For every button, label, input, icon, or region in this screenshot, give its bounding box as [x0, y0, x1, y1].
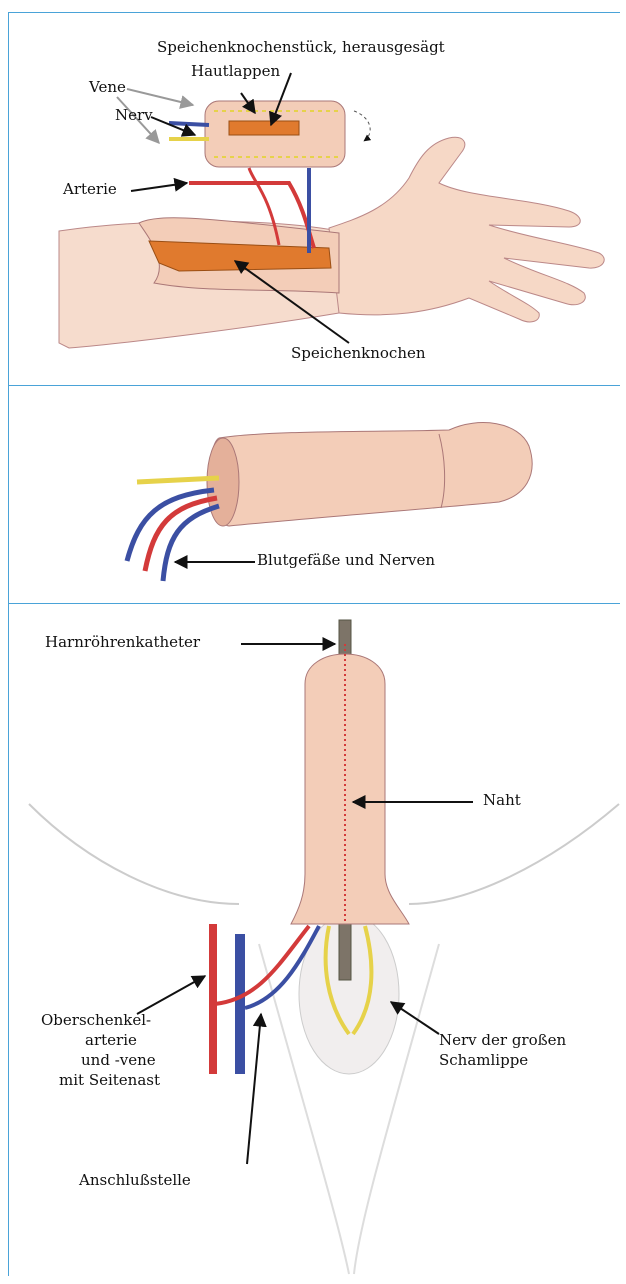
label-skin-flap: Hautlappen [191, 63, 280, 80]
forearm-illustration [9, 13, 620, 386]
label-suture: Naht [483, 792, 521, 809]
label-femoral-line-3: und -vene [81, 1052, 156, 1069]
label-radius: Speichenknochen [291, 345, 426, 362]
forearm-flap-panel: Speichenknochenstück, herausgesägt Hautl… [8, 12, 620, 386]
label-femoral-line-4: mit Seitenast [59, 1072, 160, 1089]
label-catheter: Harnröhrenkatheter [45, 634, 200, 651]
label-nerve: Nerv [115, 107, 153, 124]
label-femoral-line-1: Oberschenkel- [41, 1012, 151, 1029]
label-artery: Arterie [63, 181, 117, 198]
formed-phallus-panel: Blutgefäße und Nerven [8, 386, 620, 604]
label-vein: Vene [89, 79, 126, 96]
phallus-illustration [9, 386, 620, 604]
label-bone-piece: Speichenknochenstück, herausgesägt [157, 39, 445, 56]
label-labial-nerve-line-1: Nerv der großen [439, 1032, 566, 1049]
label-vessels-nerves: Blutgefäße und Nerven [257, 552, 435, 569]
label-labial-nerve-line-2: Schamlippe [439, 1052, 528, 1069]
implanted-panel: Harnröhrenkatheter Naht Oberschenkel- ar… [8, 604, 620, 1276]
label-connection: Anschlußstelle [79, 1172, 191, 1189]
label-femoral-line-2: arterie [85, 1032, 137, 1049]
